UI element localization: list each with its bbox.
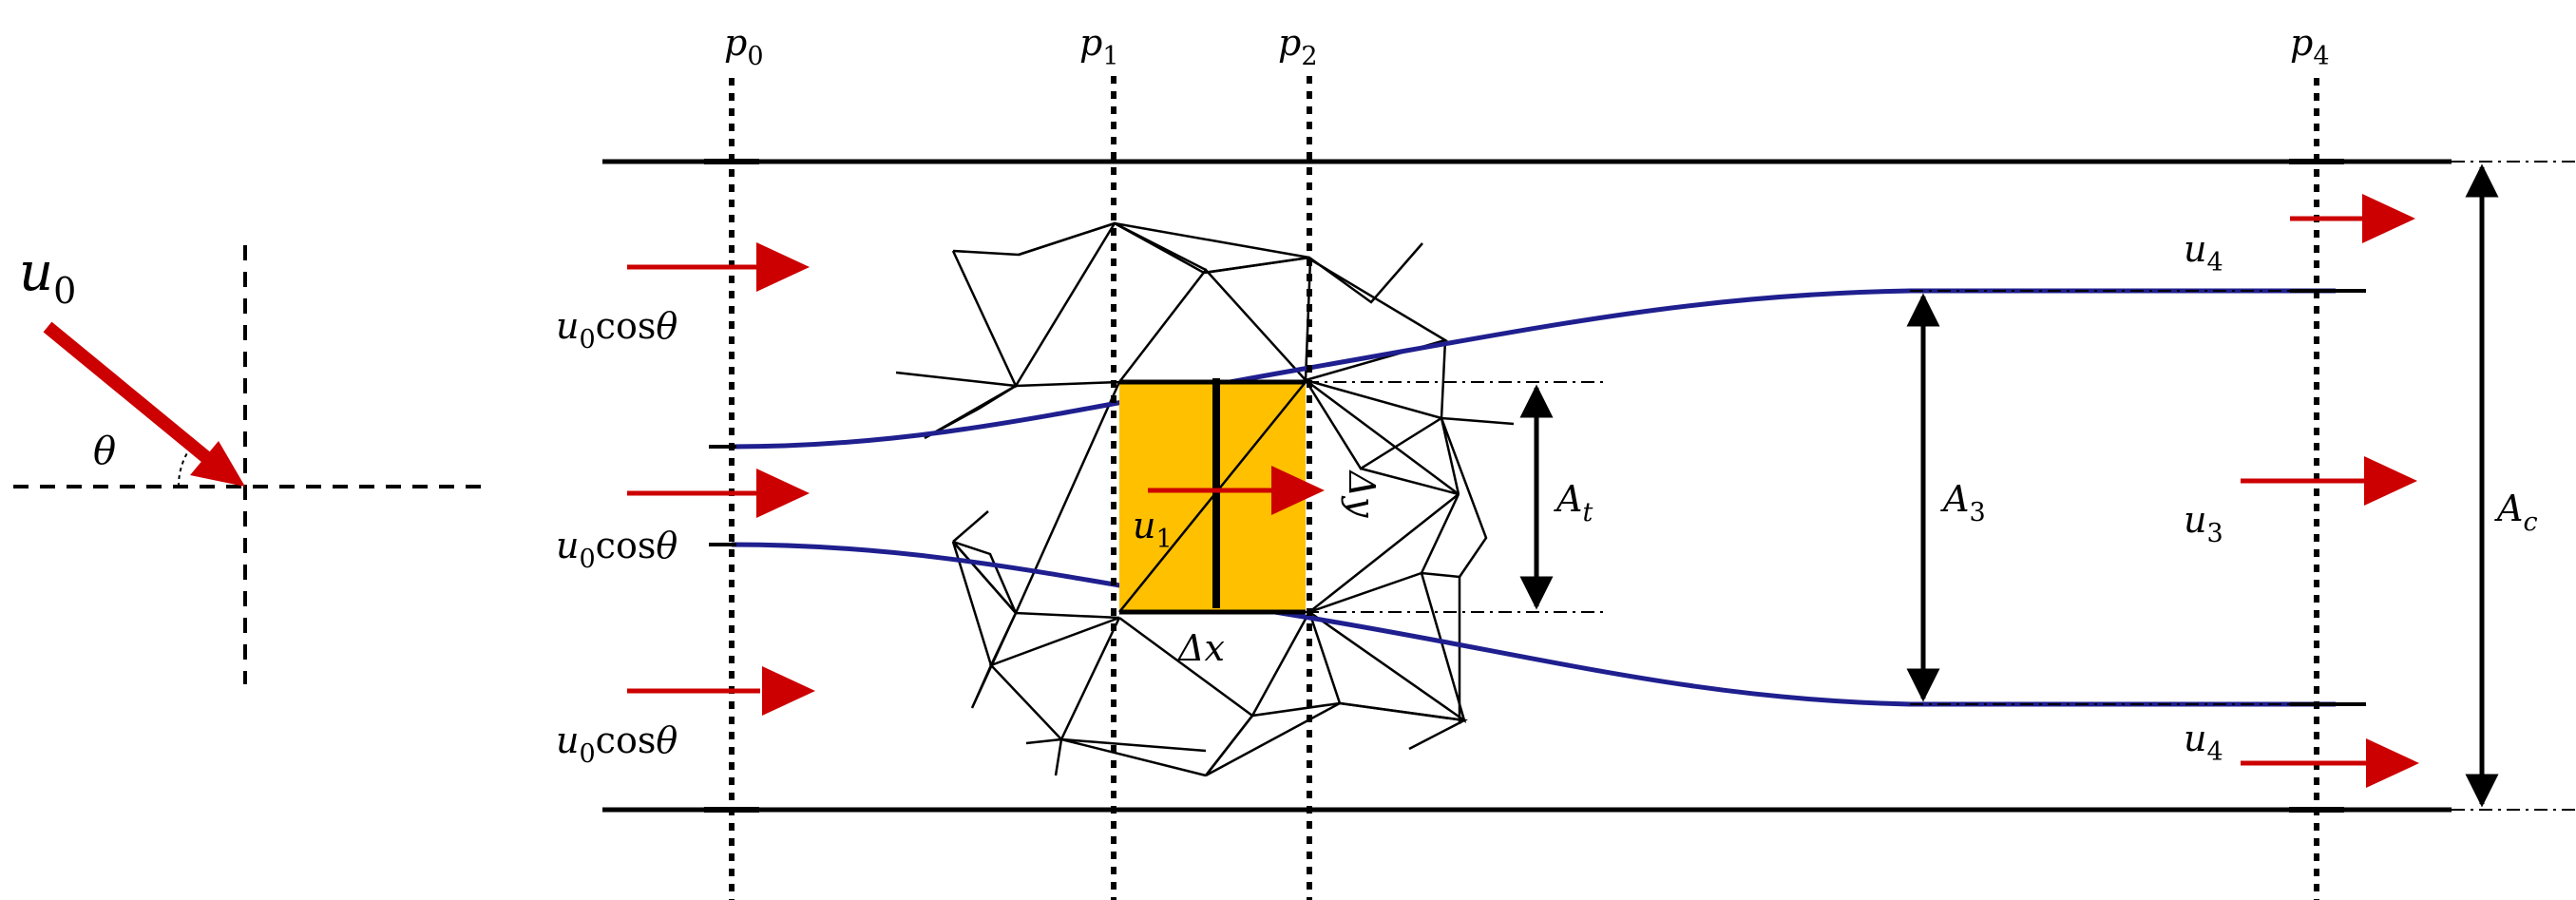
outflow-bottom-label: u4 — [2184, 718, 2223, 767]
angle-label: θ — [93, 430, 116, 473]
outflow-top-label: u4 — [2184, 228, 2223, 278]
streamtube-lower-boundary — [731, 542, 2336, 707]
incoming-velocity-arrow — [43, 321, 212, 464]
cell-dy-label: Δy — [1341, 469, 1383, 518]
wake-area-label: A3 — [1940, 478, 1986, 527]
outflow-arrow-bottom — [2241, 738, 2419, 788]
inflow-arrow-top — [627, 242, 810, 292]
plane-p0-label: p0 — [724, 22, 764, 71]
incoming-velocity-arrowhead — [190, 441, 245, 487]
plane-p2-label: p2 — [1278, 22, 1318, 71]
plane-p4-label: p4 — [2290, 22, 2330, 71]
cell-dx-label: Δx — [1176, 627, 1225, 669]
cell-velocity-label: u1 — [1133, 505, 1173, 554]
incidence-inset: u0 θ — [13, 241, 487, 684]
channel-area-label: Ac — [2494, 488, 2538, 537]
inflow-label-bottom: u0cosθ — [556, 719, 677, 769]
plane-wall-ticks — [704, 159, 2344, 813]
plane-p1-label: p1 — [1079, 22, 1119, 71]
inflow-label-top: u0cosθ — [556, 305, 677, 354]
outflow-arrow-wake — [2241, 456, 2417, 506]
inflow-label-middle: u0cosθ — [556, 525, 677, 574]
measurement-planes — [729, 76, 2319, 900]
inflow-arrow-bottom — [627, 666, 815, 716]
throat-area-label: At — [1554, 478, 1593, 527]
outflow-arrow-top — [2290, 194, 2415, 243]
inflow-arrow-middle — [627, 469, 810, 518]
flow-arrows — [627, 194, 2419, 788]
cell-flow-arrow — [1148, 466, 1325, 515]
incoming-velocity-label: u0 — [19, 241, 76, 312]
outflow-wake-label: u3 — [2184, 499, 2223, 548]
triangular-mesh — [895, 221, 1515, 777]
streamtube-upper-boundary — [731, 288, 2336, 450]
actuator-cell — [1118, 378, 1307, 615]
